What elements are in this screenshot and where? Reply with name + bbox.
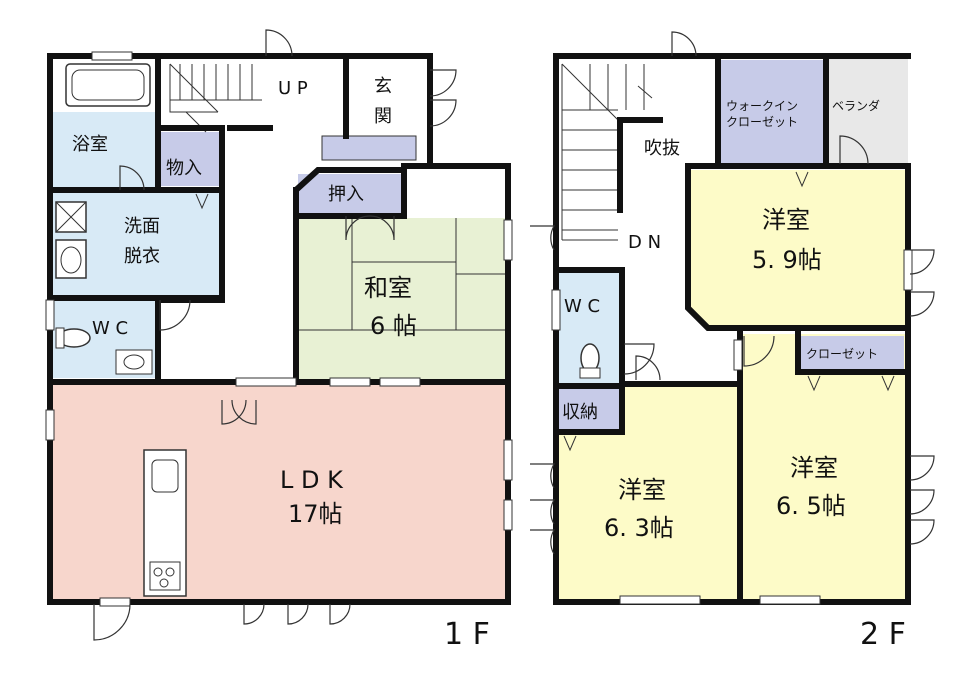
storage2-fill (558, 388, 620, 430)
floor1-label: 1 F (444, 617, 490, 652)
label-yoshitsu-b-2: 6. 3帖 (604, 514, 674, 542)
yoshitsu-c-fill (742, 334, 906, 600)
washitsu-fill (298, 218, 508, 380)
label-bath: 浴室 (72, 134, 108, 155)
label-walkin-1: ウォークイン (726, 99, 798, 113)
label-dn: D N (628, 232, 661, 253)
kitchen-sink (151, 459, 179, 493)
windows-2f (551, 249, 913, 605)
label-washroom-1: 洗面 (124, 216, 160, 237)
ldk-fill (50, 384, 508, 600)
label-genkan-2: 関 (374, 106, 392, 127)
closet2-inner (800, 336, 904, 372)
label-veranda: ベランダ (832, 98, 880, 113)
doors-1f (93, 29, 457, 641)
label-fukinuke: 吹抜 (644, 138, 680, 159)
label-storage-1f: 物入 (166, 158, 202, 179)
label-ldk-1: L D K (280, 466, 344, 494)
label-washroom-2: 脱衣 (124, 246, 160, 267)
label-closet-2f: クローゼット (806, 347, 878, 361)
oshiire-fill (298, 174, 404, 214)
label-wc-1f: W C (92, 318, 128, 339)
stove (149, 561, 181, 591)
floor2-plan: 吹抜 ウォークイン クローゼット ベランダ D N W C 収納 洋室 5. 9… (195, 31, 935, 652)
walkin-fill (720, 60, 824, 164)
label-oshiire: 押入 (328, 184, 364, 205)
label-yoshitsu-b-1: 洋室 (618, 476, 666, 504)
storage1-fill (158, 132, 220, 186)
label-yoshitsu-c-1: 洋室 (790, 454, 838, 482)
label-genkan-1: 玄 (374, 76, 392, 97)
label-walkin-2: クローゼット (726, 115, 798, 129)
floor1-plan: 浴室 物入 洗面 脱衣 W C U P 玄 関 押入 和室 6 帖 L D K … (45, 29, 513, 652)
label-yoshitsu-a-2: 5. 9帖 (752, 246, 822, 274)
closet-arrows (195, 171, 895, 452)
label-yoshitsu-c-2: 6. 5帖 (776, 492, 846, 520)
label-wc-2f: W C (564, 296, 600, 317)
veranda-fill (828, 56, 908, 164)
label-washitsu-1: 和室 (364, 274, 412, 302)
label-ldk-2: 17帖 (288, 500, 343, 528)
label-storage-2f: 収納 (562, 402, 598, 423)
windows-1f (45, 51, 513, 607)
stairs-2f (561, 63, 653, 241)
stairs-1f (169, 63, 262, 133)
walls-1f (47, 53, 511, 605)
doors-2f (530, 31, 935, 555)
label-yoshitsu-a-1: 洋室 (762, 206, 810, 234)
label-washitsu-2: 6 帖 (370, 312, 417, 340)
yoshitsu-a-fill (690, 170, 906, 326)
genkan-step (321, 135, 417, 161)
bathtub-inner (71, 69, 145, 101)
floor2-label: 2 F (860, 617, 906, 652)
tatami-lines (298, 218, 508, 331)
yoshitsu-b-fill (558, 386, 738, 600)
label-up: U P (278, 78, 308, 99)
